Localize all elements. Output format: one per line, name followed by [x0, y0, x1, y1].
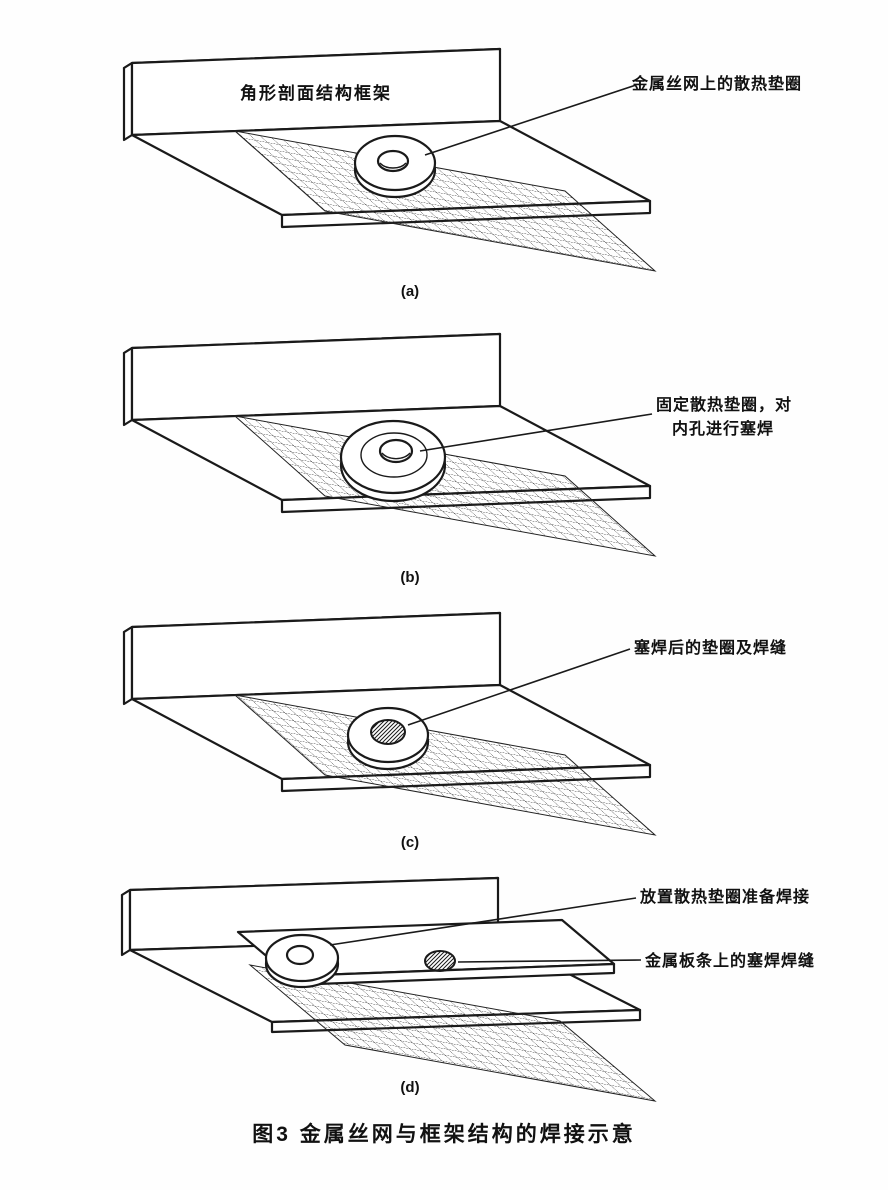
washer-hole [285, 944, 315, 966]
wire-mesh [233, 415, 657, 557]
panel-b-drawing: 固定散热垫圈，对 内孔进行塞焊 (b) [122, 332, 792, 586]
panel-a-drawing: 角形剖面结构框架 金属丝网上的散热垫圈 (a) [122, 47, 802, 300]
callout-d1: 放置散热垫圈准备焊接 [639, 887, 810, 906]
callout-leader-d2 [457, 959, 642, 963]
panel-d-tag: (d) [400, 1079, 419, 1096]
callout-b1: 固定散热垫圈，对 [656, 395, 792, 414]
washer-hole-shadow [381, 452, 411, 460]
callout-leader-a [424, 84, 637, 156]
plug-weld-seam [370, 719, 406, 745]
angle-frame [122, 332, 502, 427]
heat-sink-washer [264, 933, 340, 989]
washer-hole-shadow [379, 162, 407, 169]
frame-left-edge [120, 888, 132, 957]
panel-b-tag: (b) [400, 569, 419, 586]
angle-frame [122, 47, 502, 142]
frame-label: 角形剖面结构框架 [240, 83, 392, 103]
panel-c: 塞焊后的垫圈及焊缝 (c) [0, 585, 888, 855]
panel-c-drawing: 塞焊后的垫圈及焊缝 (c) [122, 611, 787, 851]
frame-left-edge [122, 625, 134, 706]
welded-washer [346, 706, 430, 771]
wire-mesh [233, 694, 657, 836]
frame-left-edge [122, 346, 134, 427]
callout-leader-b [419, 413, 653, 452]
panel-d: 放置散热垫圈准备焊接 金属板条上的塞焊焊缝 (d) [0, 860, 888, 1110]
heat-sink-washer [339, 419, 447, 503]
panel-d-drawing: 放置散热垫圈准备焊接 金属板条上的塞焊焊缝 (d) [120, 876, 815, 1102]
washer-hole [376, 149, 410, 173]
heat-sink-washer [353, 134, 437, 199]
panel-b: 固定散热垫圈，对 内孔进行塞焊 (b) [0, 310, 888, 590]
wire-mesh [248, 964, 657, 1102]
callout-leader-d1 [329, 897, 637, 946]
washer-chamfer [360, 432, 428, 478]
callout-a1: 金属丝网上的散热垫圈 [631, 74, 802, 93]
figure-caption: 图3 金属丝网与框架结构的焊接示意 [252, 1123, 636, 1146]
callout-b2: 内孔进行塞焊 [672, 419, 774, 438]
callout-d2: 金属板条上的塞焊焊缝 [644, 951, 815, 970]
panel-a: 角形剖面结构框架 金属丝网上的散热垫圈 (a) [0, 5, 888, 305]
callout-leader-c [407, 648, 631, 726]
plug-weld-spot [424, 950, 456, 972]
callout-c1: 塞焊后的垫圈及焊缝 [634, 638, 787, 657]
washer-hole [378, 438, 414, 464]
panel-a-tag: (a) [401, 283, 419, 300]
wire-mesh [233, 130, 657, 272]
panel-c-tag: (c) [401, 834, 419, 851]
frame-left-edge [122, 61, 134, 142]
